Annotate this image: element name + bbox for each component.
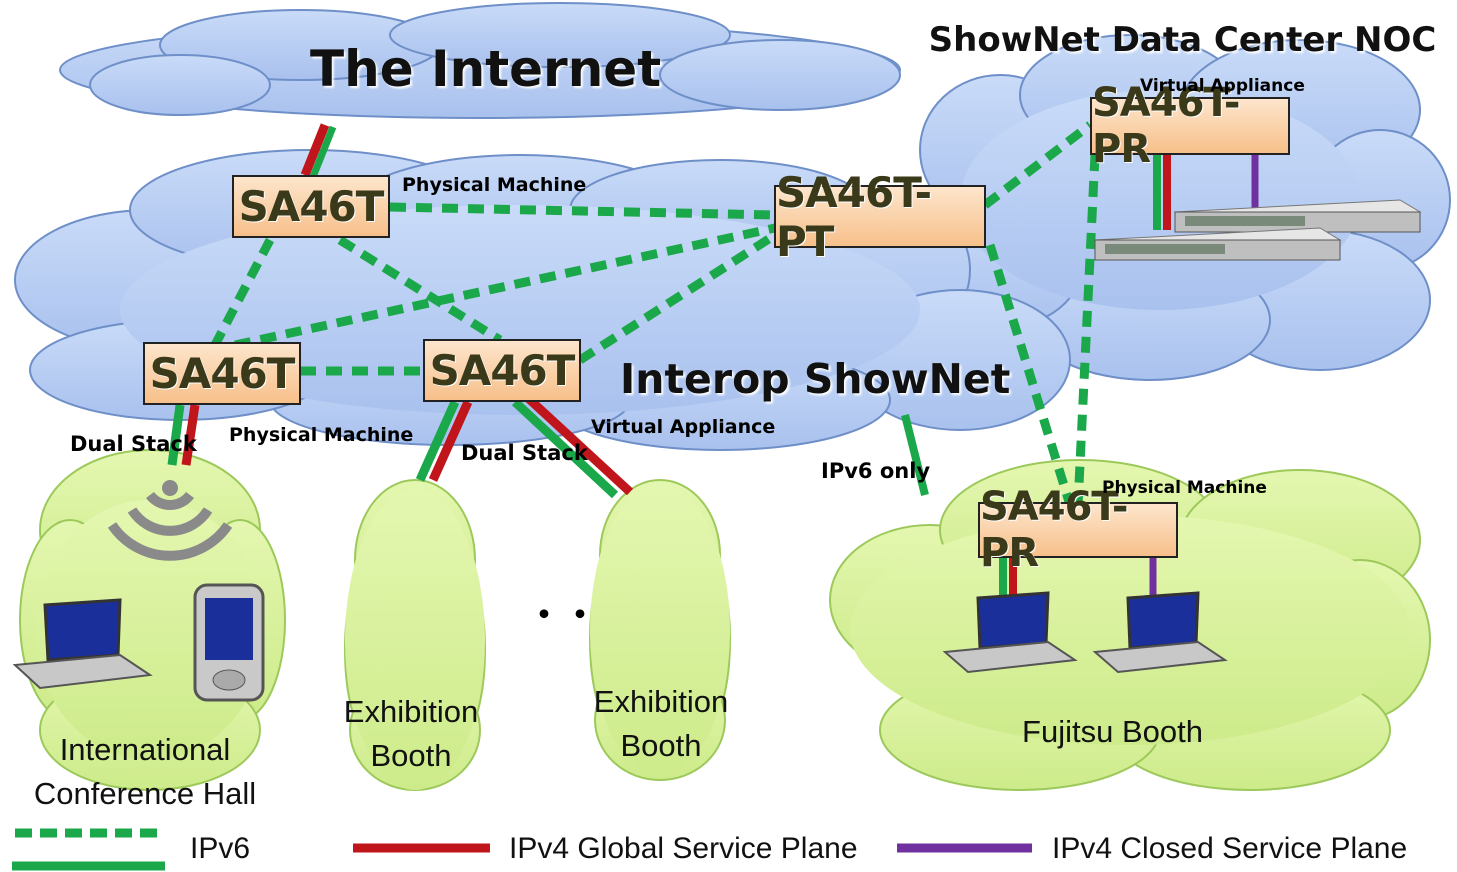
- sa46t-left-box: SA46T: [143, 342, 301, 405]
- legend-ipv6-swatch: [12, 828, 165, 871]
- physical-machine-label: Physical Machine: [402, 174, 587, 196]
- noc-pr-links: [1153, 155, 1259, 230]
- dual-stack-label: Dual Stack: [70, 432, 197, 456]
- fujitsu-booth-label: Fujitsu Booth: [1022, 714, 1203, 749]
- internet-title: The Internet: [310, 40, 662, 98]
- pda-icon: [193, 583, 265, 702]
- site-name-line: Exhibition: [343, 694, 479, 729]
- booth1-uplink: [415, 400, 473, 482]
- site-name-line: Booth: [620, 728, 702, 763]
- legend-ipv4-global-label: IPv4 Global Service Plane: [509, 832, 858, 865]
- virtual-appliance-label: Virtual Appliance: [1140, 76, 1305, 96]
- exhibition-booth-label: Exhibition Booth: [576, 680, 746, 768]
- interop-title: Interop ShowNet: [620, 355, 1011, 403]
- noc-title: ShowNet Data Center NOC: [928, 20, 1437, 60]
- internet-uplink: [300, 123, 337, 179]
- ellipsis-label: ・・: [526, 595, 599, 636]
- server-rack-icon: [1093, 199, 1422, 261]
- sa46t-pt-box: SA46T-PT: [774, 168, 986, 266]
- sa46t-pr-noc-box: SA46T-PR: [1090, 80, 1290, 172]
- ipv6-only-link: [901, 414, 929, 496]
- conference-hall-label: International Conference Hall: [10, 728, 280, 816]
- wifi-icon: [107, 480, 233, 561]
- dual-stack-label: Dual Stack: [461, 441, 588, 465]
- conference-uplink: [167, 404, 200, 466]
- sa46t-middle-box: SA46T: [423, 339, 581, 402]
- site-name-line: Exhibition: [593, 684, 729, 719]
- virtual-appliance-label: Virtual Appliance: [591, 416, 776, 438]
- fujitsu-pr-links: [999, 555, 1157, 600]
- laptop-icon: [1092, 591, 1228, 674]
- site-name-line: Conference Hall: [33, 776, 257, 811]
- ipv6-tunnel-links: [211, 121, 1100, 507]
- laptop-icon: [942, 591, 1078, 674]
- booth2-uplink: [511, 394, 634, 499]
- legend-ipv4-closed-label: IPv4 Closed Service Plane: [1052, 832, 1408, 865]
- legend-ipv6-label: IPv6: [190, 832, 251, 865]
- physical-machine-label: Physical Machine: [1102, 478, 1267, 498]
- physical-machine-label: Physical Machine: [229, 424, 414, 446]
- sa46t-top-box: SA46T: [232, 175, 390, 238]
- laptop-icon: [12, 598, 153, 690]
- booth2-cloud: [589, 479, 731, 781]
- booth1-cloud: [344, 479, 486, 791]
- sa46t-pr-fujitsu-box: SA46T-PR: [978, 484, 1178, 576]
- site-name-line: International: [59, 732, 231, 767]
- ipv6-only-label: IPv6 only: [821, 459, 931, 483]
- exhibition-booth-label: Exhibition Booth: [326, 690, 496, 778]
- site-name-line: Booth: [370, 738, 452, 773]
- internet-cloud: [59, 2, 901, 119]
